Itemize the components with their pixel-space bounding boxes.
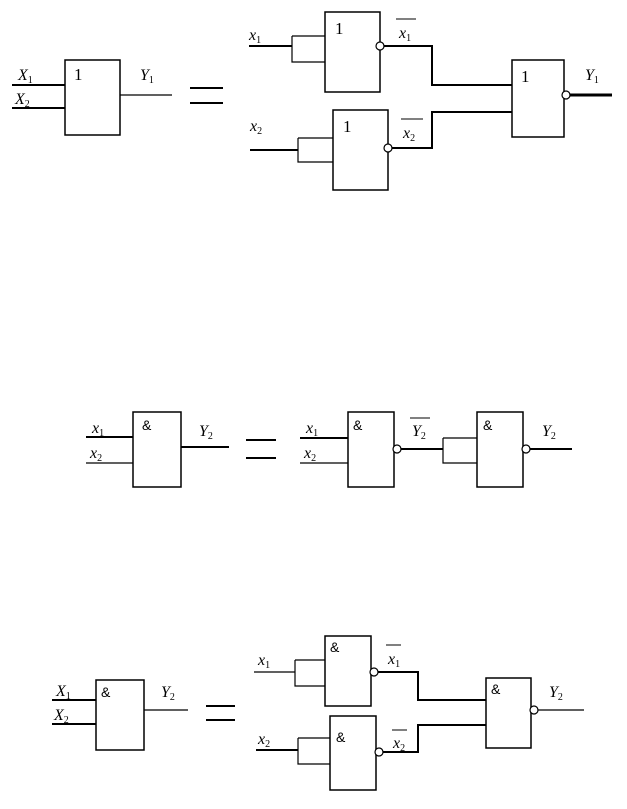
and-gate-symbol: & bbox=[142, 417, 152, 433]
eq3-inverter-2-bubble bbox=[374, 747, 384, 757]
eq2-output-label: Y2 bbox=[542, 423, 556, 442]
or-output-label: Y1 bbox=[140, 67, 154, 86]
eq1-inverter-1-box bbox=[324, 11, 381, 93]
eq2-nand-symbol: & bbox=[353, 417, 363, 433]
eq1-inverter-1-symbol: 1 bbox=[335, 19, 344, 38]
svg-text:x2: x2 bbox=[402, 125, 415, 144]
or-equivalent-circuit: x1 1 x2 1 x1 x2 bbox=[248, 11, 612, 191]
eq3-inverter-2-tie bbox=[297, 737, 330, 765]
or-gate-simple: 1 X1 X2 Y1 bbox=[12, 59, 172, 136]
eq2-inverter-bubble bbox=[521, 444, 531, 454]
and2-input-2-label: X2 bbox=[53, 707, 69, 726]
eq3-mid-wire-2 bbox=[383, 724, 486, 753]
or-input-1-label: X1 bbox=[17, 67, 33, 86]
or-gate-box bbox=[64, 59, 121, 136]
and2-gate-box bbox=[95, 679, 145, 751]
diagram-and-equivalence-1: & x1 x2 Y2 x1 x2 & Y2 bbox=[86, 411, 572, 488]
eq3-inverter-1-bubble bbox=[369, 667, 379, 677]
and2-input-1-label: X1 bbox=[55, 683, 71, 702]
eq3-input-1-label: x1 bbox=[257, 652, 270, 671]
and2-gate-symbol: & bbox=[101, 684, 111, 700]
eq1-inverter-2-bubble bbox=[383, 143, 393, 153]
svg-text:x2: x2 bbox=[392, 735, 405, 754]
and-gate-simple: & x1 x2 Y2 bbox=[86, 411, 229, 488]
eq3-final-gate-symbol: & bbox=[491, 681, 501, 697]
eq1-output-label: Y1 bbox=[585, 67, 599, 86]
eq1-inverter-1-tie bbox=[291, 35, 325, 63]
eq2-nand-box bbox=[347, 411, 395, 488]
eq1-input-1-label: x1 bbox=[248, 27, 261, 46]
eq1-mid-wire-1 bbox=[384, 45, 512, 86]
eq2-input-1-label: x1 bbox=[305, 420, 318, 439]
eq1-inverter-1-bubble bbox=[375, 41, 385, 51]
eq3-inverter-2-symbol: & bbox=[336, 729, 346, 745]
svg-text:x1: x1 bbox=[398, 25, 411, 44]
eq2-inverter-tie bbox=[442, 437, 477, 464]
eq3-inverter-1-box bbox=[324, 635, 372, 707]
eq3-inverter-1-symbol: & bbox=[330, 639, 340, 655]
eq1-final-gate-symbol: 1 bbox=[521, 67, 530, 86]
diagram-or-equivalence: 1 X1 X2 Y1 x1 1 x2 1 bbox=[12, 11, 612, 191]
eq2-inverter-box bbox=[476, 411, 524, 488]
and-equivalent-circuit-1: x1 x2 & Y2 & Y2 bbox=[300, 411, 572, 488]
eq2-inverter-symbol: & bbox=[483, 417, 493, 433]
equals-sign-2 bbox=[246, 439, 276, 459]
eq3-input-2-label: x2 bbox=[257, 731, 270, 750]
and-equivalent-circuit-2: x1 & x2 & x1 x2 & Y2 bbox=[254, 635, 584, 791]
and-output-label: Y2 bbox=[199, 423, 213, 442]
eq1-inverter-2-symbol: 1 bbox=[343, 117, 352, 136]
eq2-mid-label: Y2 bbox=[410, 417, 430, 442]
eq1-mid-label-1: x1 bbox=[396, 18, 416, 44]
and-gate-box bbox=[132, 411, 182, 488]
svg-text:x1: x1 bbox=[387, 651, 400, 670]
and-gate-simple-2: & X1 X2 Y2 bbox=[52, 679, 188, 751]
eq1-final-gate-bubble bbox=[561, 90, 571, 100]
eq3-mid-label-1: x1 bbox=[386, 644, 401, 670]
eq3-final-gate-bubble bbox=[529, 705, 539, 715]
eq1-inverter-2-tie bbox=[297, 137, 333, 163]
or-input-2-label: X2 bbox=[14, 91, 30, 110]
eq3-output-label: Y2 bbox=[549, 684, 563, 703]
eq3-inverter-1-tie bbox=[294, 659, 325, 687]
eq3-inverter-2-box bbox=[329, 715, 377, 791]
or-gate-symbol: 1 bbox=[74, 65, 83, 84]
and-input-2-label: x2 bbox=[89, 445, 102, 464]
eq1-final-gate-box bbox=[511, 59, 565, 138]
diagram-and-equivalence-2: & X1 X2 Y2 x1 & x2 & bbox=[52, 635, 584, 791]
eq2-input-2-label: x2 bbox=[303, 445, 316, 464]
and-input-1-label: x1 bbox=[91, 420, 104, 439]
eq2-nand-bubble bbox=[392, 444, 402, 454]
eq1-inverter-2-box bbox=[332, 109, 389, 191]
equals-sign-3 bbox=[206, 705, 235, 721]
eq3-mid-label-2: x2 bbox=[392, 729, 407, 754]
eq1-mid-label-2: x2 bbox=[401, 118, 423, 144]
and2-output-label: Y2 bbox=[161, 684, 175, 703]
eq1-mid-wire-2 bbox=[392, 111, 512, 149]
svg-text:Y2: Y2 bbox=[412, 423, 426, 442]
eq1-input-2-label: x2 bbox=[249, 118, 262, 137]
equals-sign-1 bbox=[190, 87, 223, 104]
eq3-mid-wire-1 bbox=[378, 671, 486, 701]
